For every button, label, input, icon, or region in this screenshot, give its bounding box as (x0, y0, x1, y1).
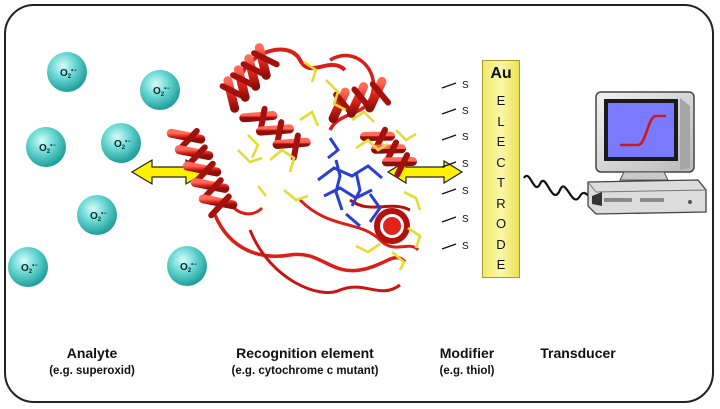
svg-text:O2•−: O2•− (180, 262, 197, 274)
recognition-example: (e.g. cytochrome c mutant) (231, 365, 379, 377)
svg-text:S: S (462, 80, 469, 91)
electrode-letter: R (496, 195, 506, 211)
electrode-letter: O (495, 216, 507, 231)
superoxide-molecule: O2•− (101, 123, 141, 163)
modifier-example: (e.g. thiol) (439, 365, 495, 377)
thiol-linkers: S S S S S S S (441, 80, 469, 252)
svg-text:O2•−: O2•− (153, 86, 170, 98)
electrode-letter: E (496, 134, 506, 149)
thiol-linker: S (441, 159, 469, 170)
electrode-letter: D (496, 236, 506, 252)
superoxide-molecule: O2•− (77, 195, 117, 235)
electrode-letter: E (496, 93, 506, 108)
electrode-letter: E (496, 257, 506, 272)
electrode-metal-label: Au (490, 65, 512, 82)
heme-group (317, 137, 383, 228)
recognition-label: Recognition element (236, 345, 374, 361)
svg-text:O2•−: O2•− (114, 139, 131, 151)
svg-text:S: S (462, 214, 469, 225)
svg-text:O2•−: O2•− (60, 68, 77, 80)
svg-text:S: S (462, 106, 469, 117)
electrode-letter: C (496, 154, 506, 170)
wire-icon (523, 174, 601, 202)
thiol-linker: S (441, 214, 469, 225)
thiol-linker: S (441, 80, 469, 91)
protein-icon (166, 43, 422, 294)
modifier-label: Modifier (439, 345, 495, 361)
electrode-letter: T (497, 175, 505, 190)
computer-icon (587, 91, 707, 215)
superoxide-molecule: O2•− (47, 52, 87, 92)
transducer-label: Transducer (540, 345, 616, 361)
superoxide-molecule: O2•− (8, 247, 48, 287)
svg-text:S: S (462, 132, 469, 143)
thiol-linker: S (441, 241, 469, 252)
svg-text:S: S (462, 159, 469, 170)
superoxide-molecule: O2•− (167, 246, 207, 286)
analyte-label: Analyte (66, 345, 118, 361)
svg-text:S: S (462, 241, 469, 252)
thiol-linker: S (441, 186, 469, 197)
svg-text:O2•−: O2•− (39, 143, 56, 155)
svg-text:S: S (462, 186, 469, 197)
svg-text:O2•−: O2•− (21, 263, 38, 275)
superoxide-molecule: O2•− (140, 70, 180, 110)
svg-text:O2•−: O2•− (90, 211, 107, 223)
thiol-linker: S (441, 106, 469, 117)
analyte-example: (e.g. superoxid) (49, 365, 135, 377)
analyte-molecules: O2•− O2•− O2•− O2•− O2•− O2•− O2•− (8, 52, 207, 287)
thiol-linker: S (441, 132, 469, 143)
electrode-letter: L (497, 113, 505, 129)
superoxide-molecule: O2•− (26, 127, 66, 167)
